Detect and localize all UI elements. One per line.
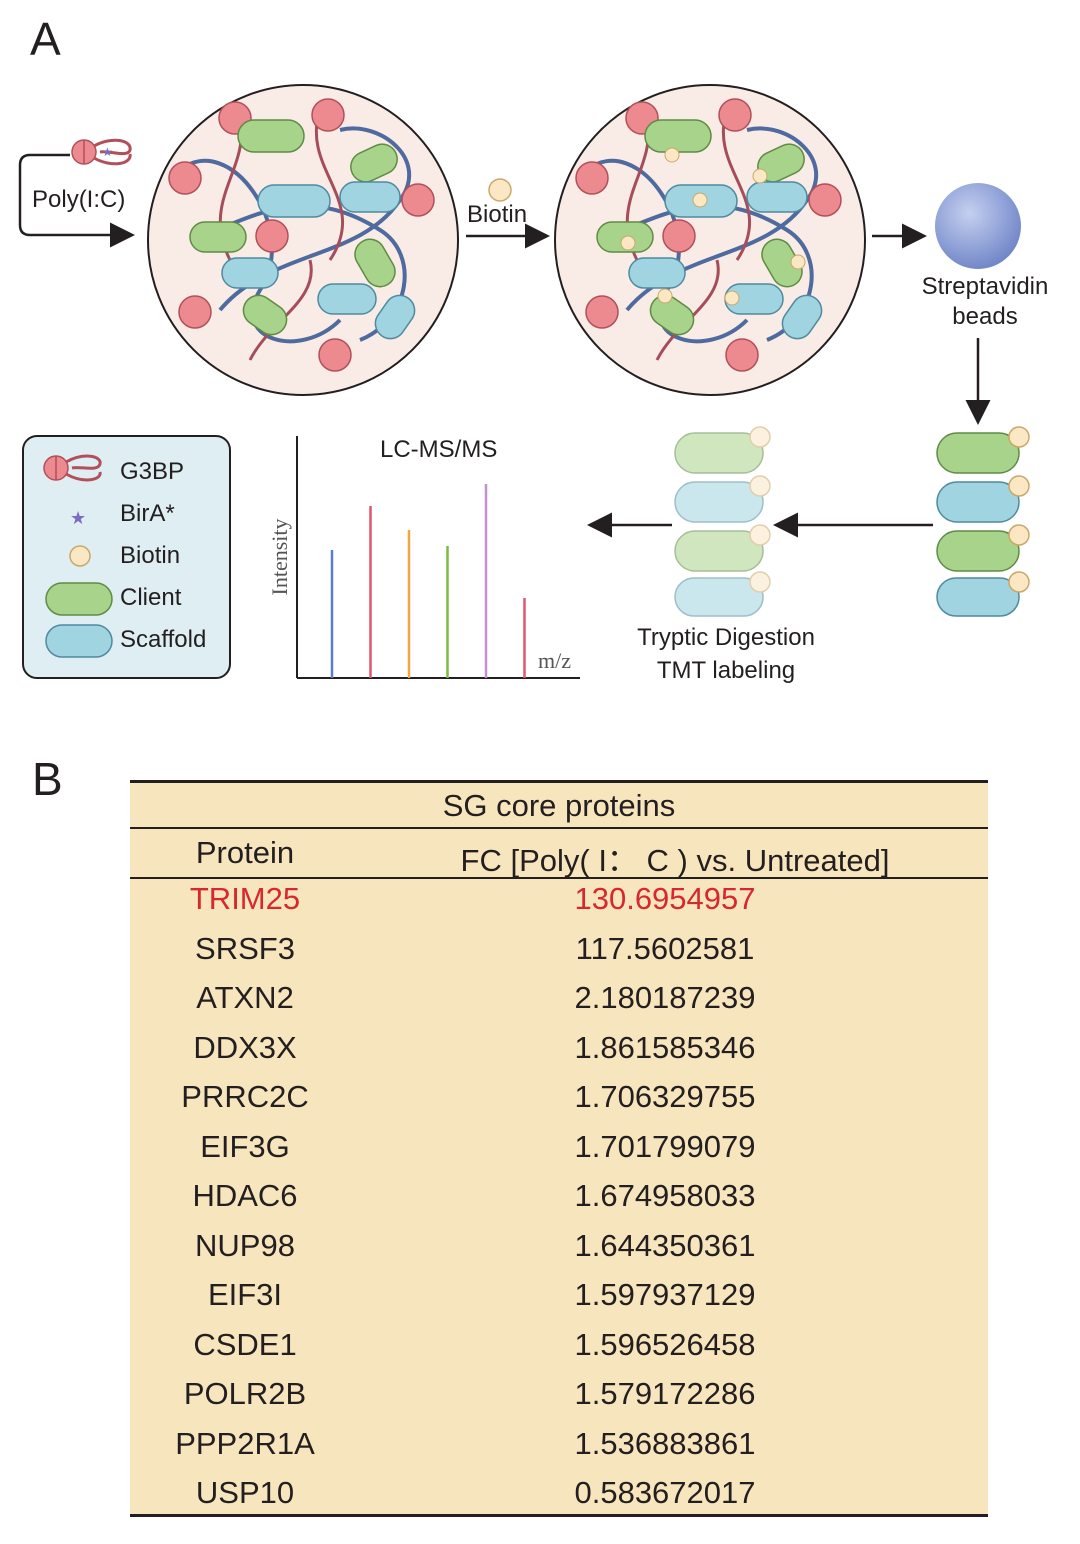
fold-change-value: 1.861585346 — [574, 1029, 756, 1065]
table-row: CSDE1 1.596526458 — [130, 1327, 988, 1377]
ms-spectrum — [296, 436, 580, 679]
legend-label-client: Client — [120, 584, 182, 611]
col-header-protein: Protein — [195, 835, 295, 870]
streptavidin-bead — [935, 183, 1021, 269]
protein-name: HDAC6 — [192, 1178, 298, 1213]
protein-name: DDX3X — [193, 1029, 297, 1065]
fold-change-value: 0.583672017 — [574, 1475, 756, 1510]
fold-change-value: 1.674958033 — [574, 1178, 756, 1213]
legend-box: ★ — [22, 435, 231, 679]
table-bottom-rule — [130, 1514, 988, 1517]
protein-name: SRSF3 — [195, 930, 295, 966]
ms-y-label: Intensity — [267, 518, 292, 596]
table-title: SG core proteins — [442, 788, 676, 823]
droplet-1 — [147, 84, 459, 396]
protein-name: EIF3G — [200, 1128, 290, 1164]
fold-change-value: 1.596526458 — [574, 1326, 756, 1362]
bound-proteins-stack — [936, 426, 1030, 617]
panel-b-letter: B — [32, 753, 63, 805]
protein-name: PPP2R1A — [175, 1425, 315, 1461]
protein-name: EIF3I — [207, 1277, 283, 1312]
panel-a-letter: A — [30, 13, 61, 65]
sg-core-table: SG core proteins Protein FC [Poly( I： C … — [130, 780, 988, 1517]
table-header-rule — [130, 877, 988, 879]
star-icon: ★ — [70, 508, 86, 528]
table-row: PRRC2C 1.706329755 — [130, 1079, 988, 1129]
protein-name: ATXN2 — [196, 980, 294, 1015]
panel-a-figure: ★ — [18, 84, 1030, 679]
treatment-arrow — [18, 153, 135, 248]
legend-label-biotin: Biotin — [120, 542, 181, 569]
protein-name: POLR2B — [183, 1376, 307, 1411]
biotin-dot-icon — [488, 178, 512, 202]
treatment-label: Poly(I:C) — [32, 186, 126, 213]
fold-change-value: 1.579172286 — [574, 1376, 756, 1411]
legend-label-bira: BirA* — [120, 500, 175, 527]
biotin-dot-icon — [69, 545, 91, 567]
table-row: PPP2R1A 1.536883861 — [130, 1426, 988, 1476]
legend-label-scaffold: Scaffold — [120, 626, 207, 653]
beads-label: Streptavidin beads — [900, 272, 1070, 332]
scaffold-pill-icon — [45, 624, 113, 658]
col-header-fc: FC [Poly( I： C ) vs. Untreated] — [460, 843, 890, 878]
protein-name: CSDE1 — [193, 1326, 297, 1362]
digested-proteins-stack — [674, 426, 771, 617]
fold-change-value: 1.536883861 — [574, 1425, 756, 1461]
table-row: EIF3G 1.701799079 — [130, 1129, 988, 1179]
table-row: DDX3X 1.861585346 — [130, 1030, 988, 1080]
legend-label-g3bp: G3BP — [120, 458, 185, 485]
fold-change-value: 1.701799079 — [574, 1128, 756, 1164]
beads-label-line2: beads — [952, 303, 1018, 330]
table-row: SRSF3 117.5602581 — [130, 931, 988, 981]
table-row: ATXN2 2.180187239 — [130, 980, 988, 1030]
fold-change-value: 2.180187239 — [574, 980, 756, 1015]
biotin-arrow-label: Biotin — [467, 201, 528, 228]
table-row: POLR2B 1.579172286 — [130, 1376, 988, 1426]
fold-change-value: 1.644350361 — [574, 1227, 756, 1263]
protein-name: USP10 — [195, 1475, 295, 1510]
table-row: NUP98 1.644350361 — [130, 1228, 988, 1278]
client-pill-icon — [45, 582, 113, 616]
g3bp-icon: ★ — [71, 138, 132, 166]
protein-name: NUP98 — [195, 1227, 295, 1263]
ms-title: LC-MS/MS — [380, 436, 498, 463]
digestion-label: Tryptic Digestion TMT labeling — [610, 621, 842, 687]
g3bp-icon — [43, 454, 102, 482]
fold-change-value: 117.5602581 — [575, 930, 755, 966]
beads-label-line1: Streptavidin — [921, 273, 1049, 300]
svg-text:★: ★ — [102, 145, 113, 159]
table-row: HDAC6 1.674958033 — [130, 1178, 988, 1228]
table-row: TRIM25 130.6954957 — [130, 881, 988, 931]
fold-change-value: 130.6954957 — [574, 881, 756, 916]
digestion-label-line2: TMT labeling — [656, 657, 796, 684]
table-top-rule — [130, 780, 988, 783]
fold-change-value: 1.706329755 — [574, 1079, 756, 1114]
protein-name: TRIM25 — [189, 881, 301, 916]
fold-change-value: 1.597937129 — [574, 1277, 756, 1312]
ms-x-label: m/z — [538, 648, 571, 673]
table-row: EIF3I 1.597937129 — [130, 1277, 988, 1327]
table-row: USP10 0.583672017 — [130, 1475, 988, 1525]
protein-name: PRRC2C — [181, 1079, 309, 1114]
digestion-label-line1: Tryptic Digestion — [637, 624, 815, 651]
table-title-rule — [130, 827, 988, 829]
droplet-2 — [554, 84, 866, 396]
